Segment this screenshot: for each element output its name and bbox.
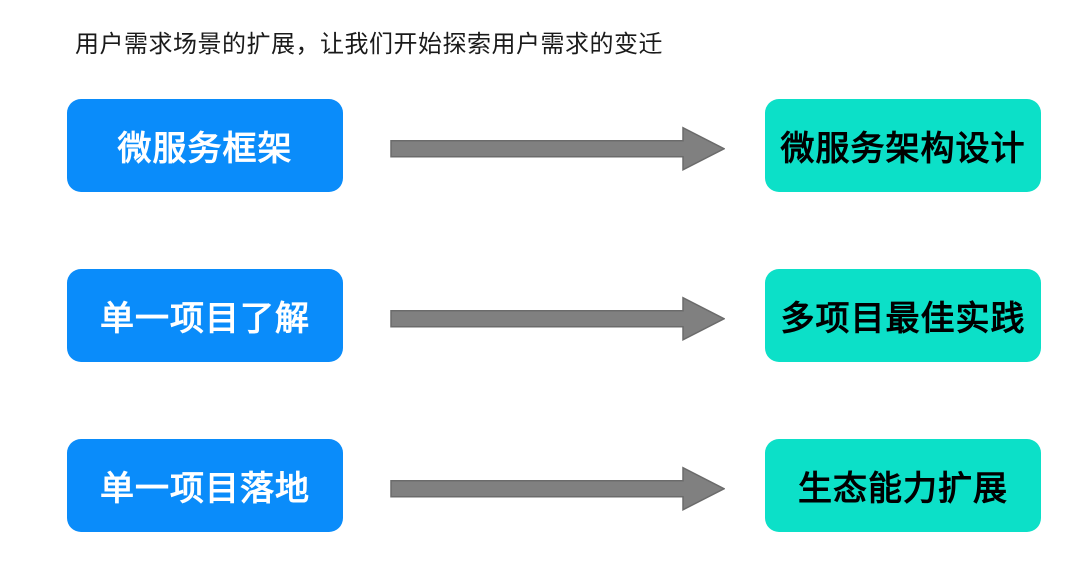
source-box: 单一项目落地 <box>67 439 343 532</box>
arrow-right-icon <box>390 466 725 511</box>
target-box: 生态能力扩展 <box>765 439 1041 532</box>
arrow-right-icon <box>390 296 725 341</box>
source-box: 单一项目了解 <box>67 269 343 362</box>
target-box-label: 微服务架构设计 <box>780 130 1026 168</box>
target-box: 多项目最佳实践 <box>765 269 1041 362</box>
source-box-label: 单一项目了解 <box>100 300 310 338</box>
target-box-label: 多项目最佳实践 <box>780 300 1026 338</box>
source-box-label: 微服务框架 <box>117 130 293 168</box>
source-box: 微服务框架 <box>67 99 343 192</box>
diagram-row: 单一项目了解 多项目最佳实践 <box>0 269 1080 362</box>
source-box-label: 单一项目落地 <box>100 470 310 508</box>
target-box-label: 生态能力扩展 <box>798 470 1008 508</box>
diagram-row: 微服务框架 微服务架构设计 <box>0 99 1080 192</box>
arrow-right-icon <box>390 126 725 171</box>
diagram-row: 单一项目落地 生态能力扩展 <box>0 439 1080 532</box>
target-box: 微服务架构设计 <box>765 99 1041 192</box>
slide-title: 用户需求场景的扩展，让我们开始探索用户需求的变迁 <box>75 31 663 58</box>
